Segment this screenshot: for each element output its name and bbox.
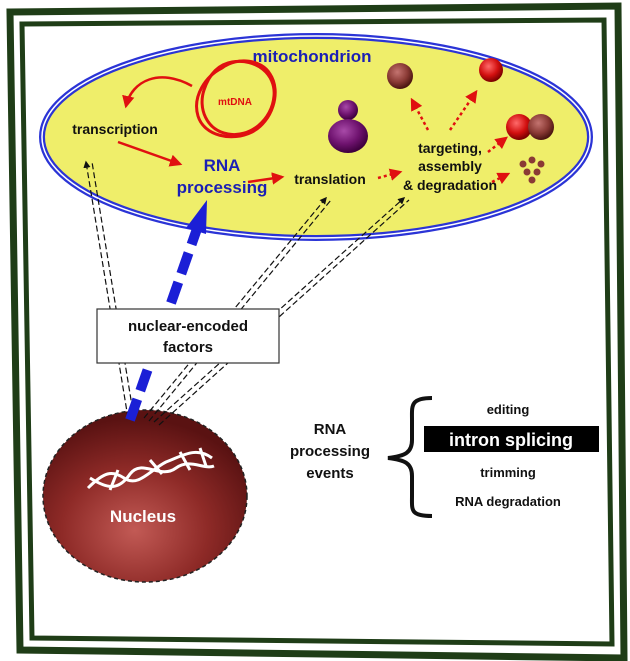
nuclear-factors-box [96, 308, 280, 364]
targeting-label-line3: & degradation [403, 177, 497, 193]
translation-to-targeting-arrow [377, 168, 403, 181]
rna-events-brace [387, 396, 433, 518]
protein-icon [479, 58, 503, 82]
nuclear-factors-line2: factors [163, 339, 213, 356]
mtdna-icon [195, 59, 277, 139]
rna-events-heading-line1: RNA [314, 421, 347, 438]
nuclear-factor-arrows [83, 160, 410, 426]
intron-splicing-highlight [424, 426, 599, 452]
protein-icon [387, 63, 413, 89]
nucleus-body [42, 409, 248, 583]
mtdna-to-transcription-arrow [122, 76, 193, 109]
mtdna-label: mtDNA [218, 97, 252, 108]
targeting-output-arrows [410, 89, 511, 185]
transcription-to-rna-arrow [117, 140, 183, 167]
cell-wall [6, 2, 628, 661]
targeting-label-line1: targeting, [418, 140, 482, 156]
transcription-label: transcription [72, 121, 158, 137]
translation-label: translation [294, 171, 366, 187]
rna-event-intron-splicing: intron splicing [449, 430, 573, 450]
chromatin-icon [86, 447, 215, 491]
nuclear-factors-line1: nuclear-encoded [128, 318, 248, 335]
rna-event-trimming: trimming [480, 465, 536, 480]
rna-processing-label-line2: processing [177, 178, 268, 197]
rna-processing-label-line1: RNA [204, 156, 241, 175]
rna-to-translation-arrow [247, 172, 285, 185]
degraded-protein-icon [519, 156, 545, 184]
targeting-label-line2: assembly [418, 158, 482, 174]
rna-event-editing: editing [487, 402, 530, 417]
rna-events-heading-line3: events [306, 465, 354, 482]
rna-events-heading-line2: processing [290, 443, 370, 460]
protein-complex-icon [528, 114, 554, 140]
ribosome-icon [328, 100, 368, 153]
rna-event-rna-degradation: RNA degradation [455, 494, 561, 509]
nucleus-label: Nucleus [110, 507, 176, 526]
mitochondrion [39, 33, 593, 241]
protein-complex-icon [506, 114, 532, 140]
mitochondrion-title: mitochondrion [253, 47, 372, 66]
